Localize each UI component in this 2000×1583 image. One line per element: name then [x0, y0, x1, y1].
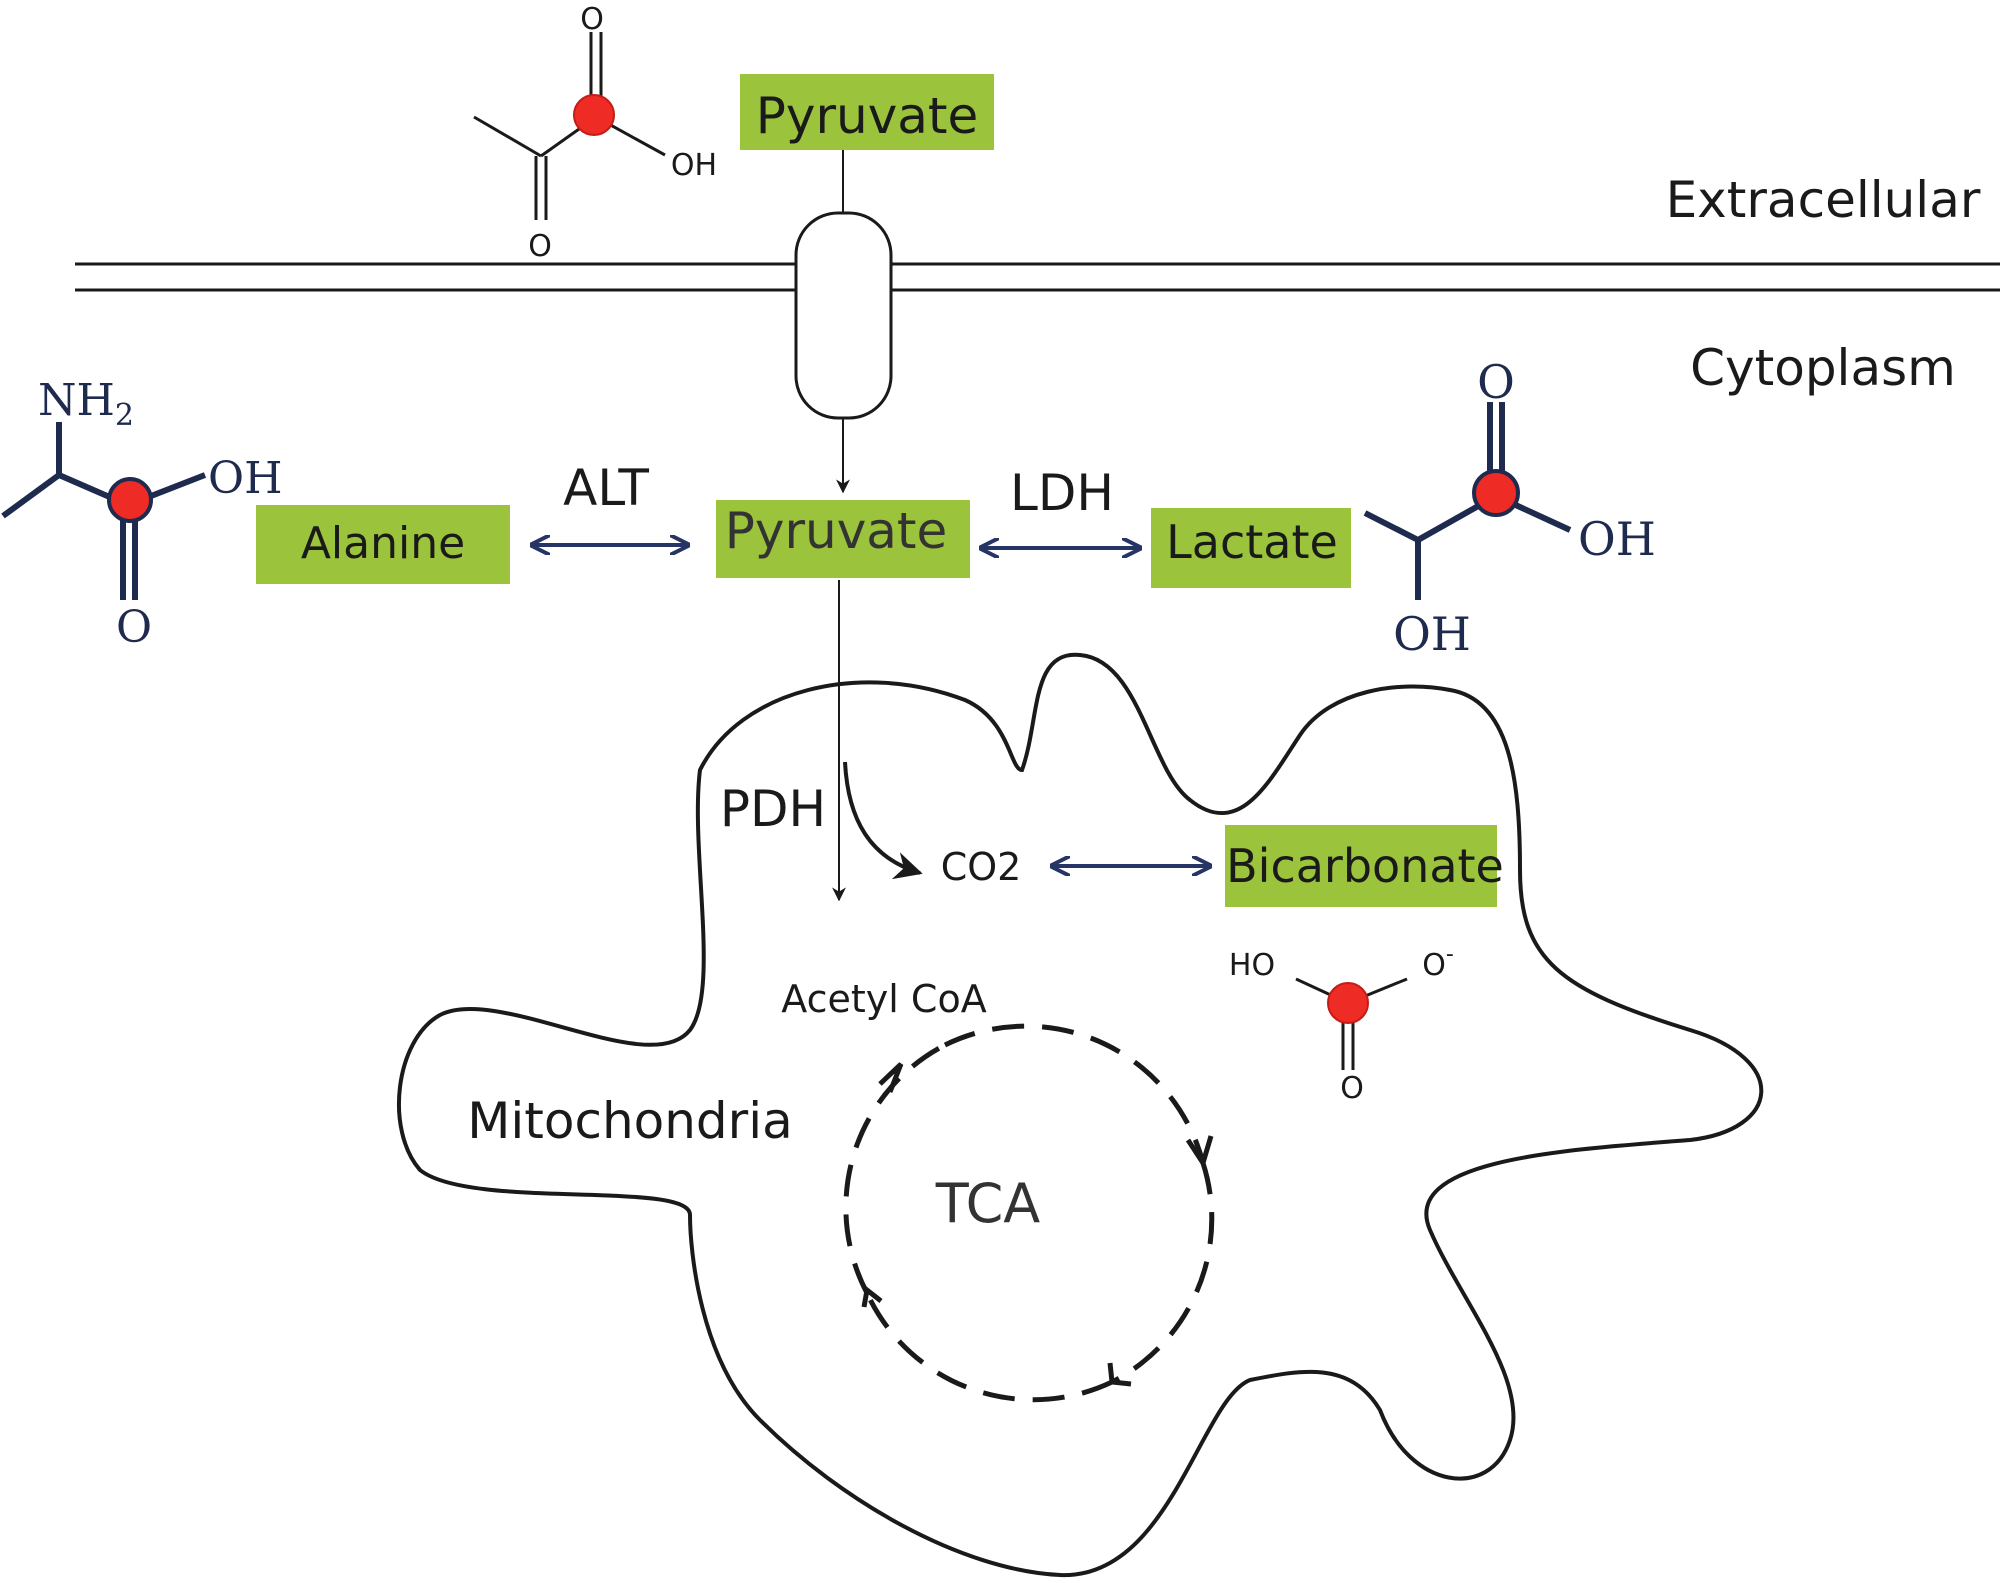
pyruvate-highlight-atom: [573, 94, 615, 136]
lactate-structure-oh-right: OH: [1578, 512, 1656, 566]
pyruvate-extracellular-label: Pyruvate: [756, 87, 979, 145]
pyruvate-structure-oh: OH: [671, 148, 717, 183]
bicarbonate-box: [1225, 825, 1497, 907]
bicarbonate-structure-ho: HO: [1229, 948, 1275, 983]
pyruvate-structure-o-bottom: O: [528, 229, 552, 264]
lactate-box: [1151, 508, 1351, 588]
tca-arrowhead-3: [1107, 1362, 1132, 1387]
pyruvate-structure: [473, 32, 666, 220]
tca-cycle: [843, 1023, 1215, 1403]
alanine-structure: [1, 422, 207, 600]
region-mitochondria: Mitochondria: [467, 1092, 793, 1150]
acetyl-coa-label: Acetyl CoA: [781, 977, 986, 1021]
lactate-structure-oh-bottom: OH: [1393, 607, 1471, 661]
tca-cycle-arrowheads: [861, 1062, 1214, 1387]
pyruvate-cytoplasm-box: [716, 500, 970, 578]
bicarbonate-highlight-atom: [1327, 982, 1369, 1024]
enzyme-alt: ALT: [563, 459, 649, 517]
tca-arrowhead-2: [1185, 1135, 1214, 1169]
tca-arrowhead-4: [861, 1285, 883, 1308]
bicarbonate-structure-o: O: [1340, 1071, 1364, 1106]
lactate-structure: [1363, 402, 1572, 600]
lactate-highlight-atom: [1472, 469, 1520, 517]
pyruvate-cytoplasm-label: Pyruvate: [725, 502, 948, 560]
tca-arrowhead-1: [878, 1062, 904, 1093]
region-cytoplasm: Cytoplasm: [1690, 339, 1956, 397]
alanine-structure-oh: OH: [208, 453, 282, 504]
tca-label: TCA: [935, 1172, 1041, 1235]
enzyme-pdh: PDH: [720, 780, 826, 838]
enzyme-ldh: LDH: [1010, 464, 1114, 522]
co2-branch-arrow: [843, 761, 923, 880]
bicarbonate-structure-o-minus: O-: [1422, 942, 1454, 983]
pyruvate-extracellular-box: [740, 74, 994, 150]
alanine-label: Alanine: [301, 518, 465, 569]
alanine-highlight-atom: [107, 477, 153, 523]
co2-label: CO2: [941, 845, 1022, 889]
lactate-structure-o-top: O: [1477, 355, 1515, 409]
bicarbonate-label: Bicarbonate: [1226, 839, 1504, 893]
pyruvate-structure-o-top: O: [580, 2, 604, 37]
alanine-structure-o: O: [116, 602, 152, 653]
membrane-transporter: [794, 211, 893, 420]
alanine-structure-nh2: NH2: [38, 375, 134, 433]
mitochondrion-outline: [397, 652, 1764, 1578]
alanine-box: [256, 505, 510, 584]
region-extracellular: Extracellular: [1666, 171, 1981, 229]
lactate-label: Lactate: [1166, 515, 1338, 569]
